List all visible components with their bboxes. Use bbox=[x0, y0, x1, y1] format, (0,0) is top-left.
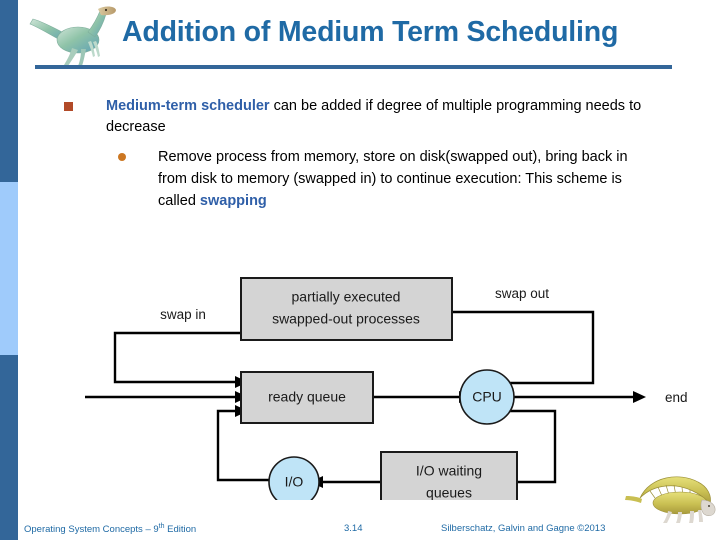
swapping-flowchart: partially executed swapped-out processes… bbox=[85, 250, 695, 500]
node-io-waiting-line2: queues bbox=[426, 485, 472, 500]
dimetrodon-logo-icon bbox=[624, 472, 718, 524]
footer-copyright: Silberschatz, Galvin and Gagne ©2013 bbox=[441, 523, 606, 534]
round-bullet-icon bbox=[118, 153, 126, 161]
bullet-level1-keyword: Medium-term scheduler bbox=[106, 98, 270, 114]
node-swapped-out-line1: partially executed bbox=[292, 289, 401, 305]
bullet-level1-text: Medium-term scheduler can be added if de… bbox=[106, 96, 664, 137]
footer-edition-prefix: Operating System Concepts – 9 bbox=[24, 524, 159, 536]
node-swapped-out-processes: partially executed swapped-out processes bbox=[240, 277, 453, 341]
footer-edition-suffix: Edition bbox=[164, 524, 197, 536]
node-swapped-out-line2: swapped-out processes bbox=[272, 311, 420, 327]
node-ready-queue: ready queue bbox=[240, 371, 374, 424]
bullet-level2-keyword: swapping bbox=[199, 193, 267, 210]
label-end: end bbox=[665, 390, 688, 405]
title-divider bbox=[35, 65, 672, 69]
label-swap-in: swap in bbox=[160, 307, 206, 322]
node-io: I/O bbox=[268, 456, 320, 500]
bullet-level2: Remove process from memory, store on dis… bbox=[118, 146, 628, 212]
node-io-waiting-line1: I/O waiting bbox=[416, 463, 482, 479]
bullet-level2-body: Remove process from memory, store on dis… bbox=[158, 149, 628, 210]
bullet-level2-text: Remove process from memory, store on dis… bbox=[158, 146, 628, 212]
node-cpu: CPU bbox=[459, 369, 515, 425]
edge-swap-out bbox=[450, 310, 595, 385]
bullet-level1: Medium-term scheduler can be added if de… bbox=[64, 96, 664, 137]
edge-cpu-to-end-arrow bbox=[633, 391, 646, 403]
edge-swap-in bbox=[113, 331, 243, 384]
node-cpu-label: CPU bbox=[472, 389, 502, 405]
edge-io-to-ready bbox=[216, 409, 270, 482]
square-bullet-icon bbox=[64, 102, 73, 111]
footer-edition: Operating System Concepts – 9th Edition bbox=[24, 523, 196, 535]
bullet-level1-body: can be added if degree of multiple progr… bbox=[106, 98, 642, 135]
label-swap-out: swap out bbox=[495, 286, 549, 301]
node-ready-queue-label: ready queue bbox=[268, 389, 346, 405]
edge-cpu-to-io-wait bbox=[508, 409, 557, 484]
sidebar-accent-top bbox=[0, 0, 18, 182]
node-io-waiting-queues: I/O waiting queues bbox=[380, 451, 518, 500]
sidebar-accent-bottom bbox=[0, 355, 18, 540]
sidebar-accent-middle bbox=[0, 182, 18, 355]
page-title: Addition of Medium Term Scheduling bbox=[122, 16, 619, 48]
slide-number: 3.14 bbox=[344, 523, 363, 534]
node-io-label: I/O bbox=[285, 474, 304, 490]
dinosaur-logo-icon bbox=[26, 2, 118, 68]
footer-edition-ordinal: th bbox=[158, 523, 165, 530]
